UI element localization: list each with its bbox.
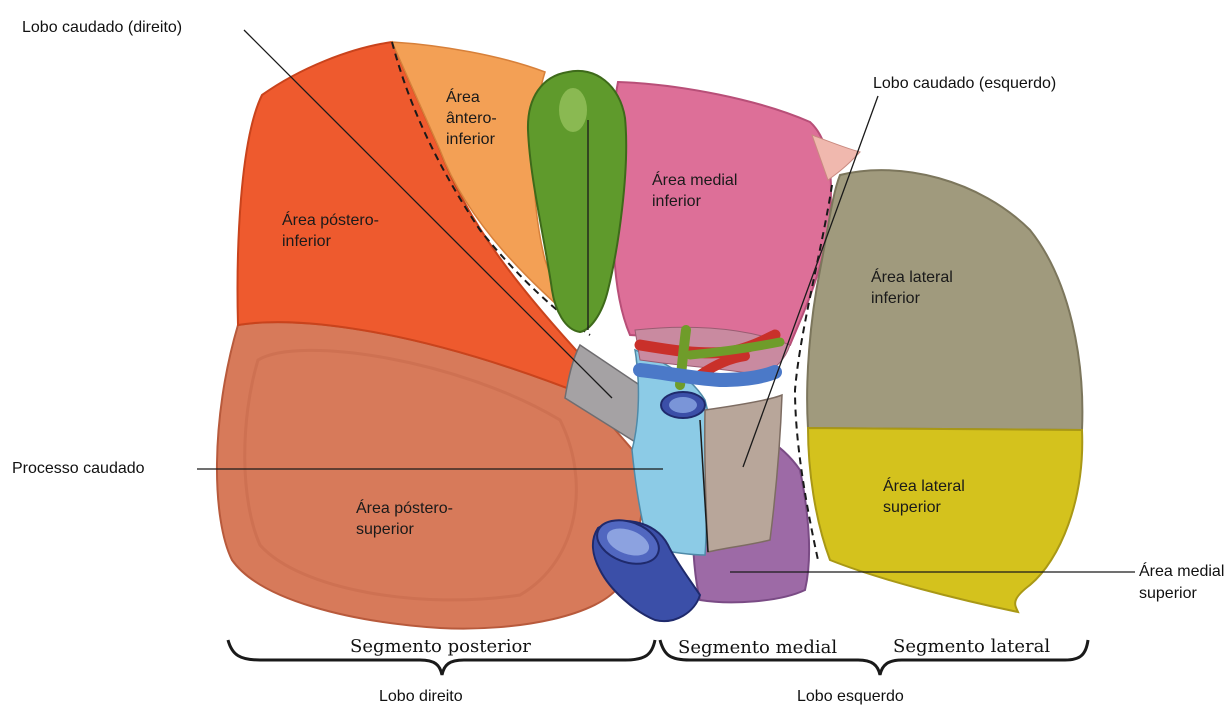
label-segment-posterior: Segmento posterior — [350, 636, 531, 657]
area-lateral-superior — [808, 428, 1082, 612]
label-lateral-inferior: Área lateral inferior — [871, 267, 953, 309]
label-medial-superior-line2: superior — [1139, 584, 1197, 603]
label-medial-superior-line1: Área medial — [1139, 562, 1224, 581]
caudate-lobe-left — [705, 395, 782, 552]
label-medial-inferior: Área medial inferior — [652, 170, 737, 212]
label-lobe-left: Lobo esquerdo — [797, 688, 904, 706]
label-lobe-right: Lobo direito — [379, 688, 463, 706]
label-caudate-lobe-left: Lobo caudado (esquerdo) — [873, 74, 1056, 93]
label-segment-lateral: Segmento lateral — [893, 636, 1050, 657]
label-caudate-process: Processo caudado — [12, 459, 145, 478]
area-medial-inferior — [613, 82, 831, 345]
label-antero-inferior: Área ântero- inferior — [446, 87, 497, 150]
label-caudate-lobe-right: Lobo caudado (direito) — [22, 18, 182, 37]
label-lateral-superior: Área lateral superior — [883, 476, 965, 518]
label-segment-medial: Segmento medial — [678, 637, 837, 658]
label-postero-superior: Área póstero- superior — [356, 498, 453, 540]
label-postero-inferior: Área póstero- inferior — [282, 210, 379, 252]
